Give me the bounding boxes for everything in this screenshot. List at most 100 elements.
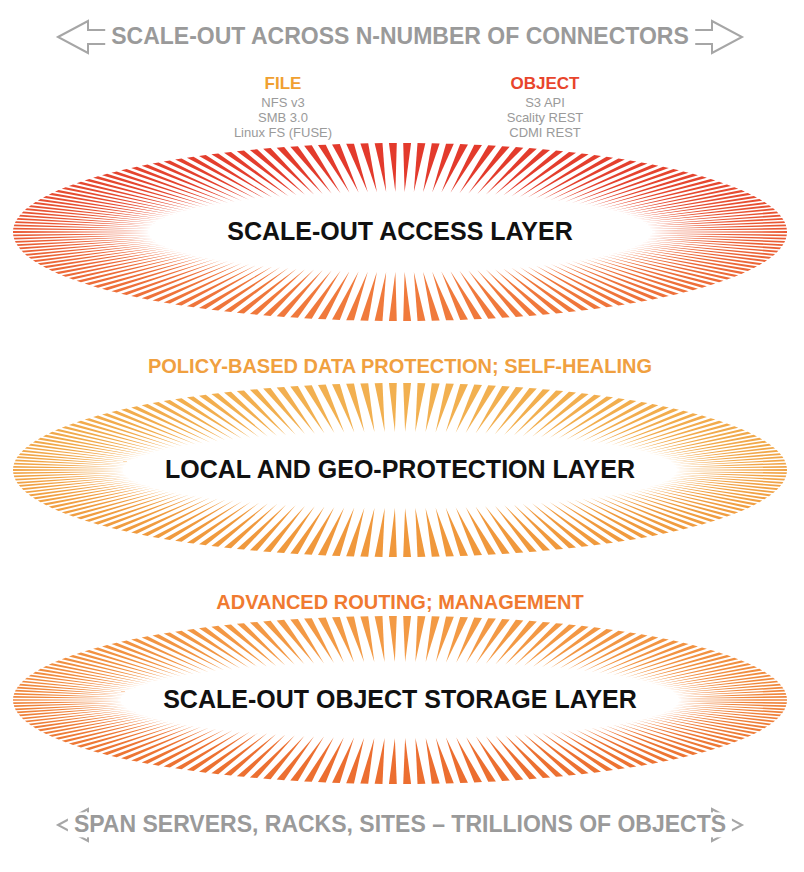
ray-stroke [403, 383, 411, 432]
ray-stroke [650, 233, 787, 236]
ray-stroke [403, 738, 411, 784]
ray-stroke [423, 143, 440, 192]
ray-stroke [19, 215, 154, 225]
layer-feature-label: POLICY-BASED DATA PROTECTION; SELF-HEALI… [148, 355, 652, 377]
ray-stroke [559, 731, 625, 769]
ray-stroke [436, 617, 454, 663]
ray-stroke [263, 270, 314, 316]
ray-stroke [403, 143, 411, 192]
ray-stroke [102, 258, 209, 290]
ray-stroke [533, 626, 589, 667]
ray-stroke [19, 684, 127, 693]
span-label: SPAN SERVERS, RACKS, SITES – TRILLIONS O… [68, 812, 732, 837]
ray-stroke [62, 426, 161, 451]
ray-stroke [629, 491, 724, 519]
ray-stroke [436, 384, 454, 433]
ray-stroke [415, 383, 425, 432]
ray-stroke [389, 143, 397, 192]
ray-stroke [360, 616, 374, 662]
ray-stroke [77, 421, 172, 449]
ray-stroke [414, 143, 426, 192]
ray-stroke [13, 228, 150, 231]
ray-stroke [466, 737, 496, 782]
ray-stroke [459, 145, 495, 193]
ray-stroke [131, 167, 228, 203]
protocol-heading: OBJECT [511, 75, 580, 94]
ray-stroke [403, 272, 411, 321]
ray-stroke [585, 171, 689, 205]
ray-stroke [224, 504, 277, 548]
inner-ellipse [150, 192, 650, 272]
ray-stroke [678, 701, 787, 704]
ray-stroke [175, 398, 242, 439]
protocol-name: Linux FS (FUSE) [234, 126, 332, 140]
ray-stroke [533, 733, 589, 774]
ray-stroke [415, 616, 425, 662]
ray-stroke [476, 737, 510, 781]
ray-stroke [486, 620, 523, 664]
ray-stroke [175, 631, 241, 669]
ray-stroke [650, 228, 787, 231]
ray-stroke [676, 471, 787, 474]
layer-ring: LOCAL AND GEO-PROTECTION LAYER [12, 382, 788, 558]
ray-stroke [346, 508, 364, 557]
ray-stroke [346, 272, 368, 321]
ray-stroke [164, 264, 250, 304]
ray-stroke [13, 466, 124, 469]
ray-stroke [237, 505, 286, 550]
ray-stroke [290, 619, 324, 663]
ray-stroke [111, 259, 215, 293]
ray-stroke [515, 623, 564, 665]
ray-stroke [19, 453, 129, 463]
ray-stroke [543, 159, 625, 200]
ray-stroke [304, 271, 340, 319]
ray-stroke [389, 383, 397, 432]
ray-stroke [551, 160, 637, 200]
ray-stroke [375, 383, 385, 432]
ray-stroke [277, 506, 315, 553]
ray-stroke [436, 508, 454, 557]
ray-stroke [211, 733, 267, 774]
ray-stroke [634, 490, 731, 517]
ray-stroke [304, 618, 334, 663]
ray-stroke [13, 471, 124, 474]
ray-stroke [650, 231, 787, 233]
ray-stroke [263, 506, 305, 552]
ray-stroke [640, 489, 739, 514]
ray-stroke [389, 508, 397, 557]
ray-stroke [403, 508, 411, 557]
ray-stroke [224, 734, 276, 776]
ray-stroke [13, 469, 124, 471]
protocol-name: CDMI REST [509, 126, 581, 140]
ray-stroke [375, 272, 387, 321]
ray-stroke [495, 388, 537, 434]
ray-stroke [360, 383, 374, 432]
ray-stroke [676, 469, 787, 471]
ray-stroke [468, 146, 509, 193]
ray-stroke [360, 272, 377, 321]
ray-stroke [450, 271, 482, 319]
ray-stroke [318, 145, 350, 193]
ray-stroke [415, 738, 425, 784]
ray-stroke [415, 508, 425, 557]
ray-stroke [38, 714, 141, 731]
ray-stroke [211, 626, 267, 667]
inner-ellipse [124, 432, 676, 508]
ray-stroke [646, 239, 781, 249]
ray-stroke [389, 272, 397, 321]
ray-stroke [659, 669, 762, 686]
ray-stroke [426, 738, 440, 784]
ray-stroke [673, 707, 781, 716]
protocol-heading: FILE [265, 75, 302, 94]
ray-stroke [13, 701, 122, 704]
ray-stroke [49, 432, 151, 454]
ray-stroke [93, 257, 203, 288]
ray-stroke [446, 617, 468, 663]
ray-stroke [93, 493, 183, 524]
ray-stroke [263, 736, 304, 779]
ray-stroke [477, 147, 523, 194]
ray-stroke [389, 738, 397, 784]
ray-stroke [617, 416, 707, 447]
ray-stroke [13, 699, 122, 701]
double-arrow-top [58, 21, 742, 53]
